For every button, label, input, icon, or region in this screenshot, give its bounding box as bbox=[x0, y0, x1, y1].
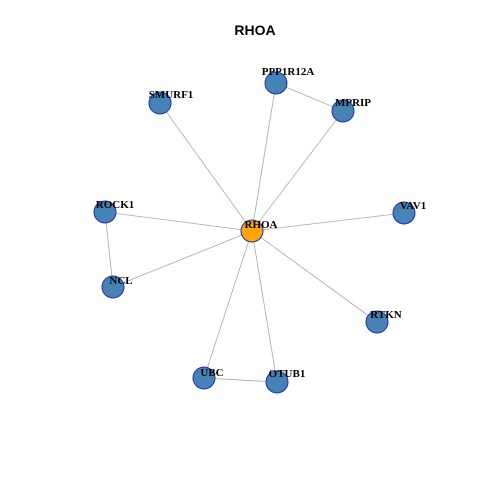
node-label-rhoa: RHOA bbox=[245, 219, 278, 231]
edge-rhoa-rock1 bbox=[104, 211, 253, 232]
node-mprip bbox=[331, 99, 355, 123]
node-label-rtkn: RTKN bbox=[370, 309, 401, 321]
nodes-layer bbox=[93, 71, 416, 394]
node-label-ncl: NCL bbox=[109, 275, 132, 287]
edges-layer bbox=[104, 82, 405, 383]
node-label-ubc: UBC bbox=[200, 367, 223, 379]
node-label-smurf1: SMURF1 bbox=[149, 89, 194, 101]
edge-rhoa-rtkn bbox=[251, 230, 378, 323]
node-vav1 bbox=[392, 201, 416, 225]
node-ubc bbox=[192, 366, 216, 390]
edge-rhoa-smurf1 bbox=[159, 102, 253, 232]
node-otub1 bbox=[265, 370, 289, 394]
edge-ubc-otub1 bbox=[203, 377, 278, 383]
node-label-mprip: MPRIP bbox=[335, 97, 371, 109]
node-label-rock1: ROCK1 bbox=[96, 199, 135, 211]
edge-rhoa-ncl bbox=[112, 230, 253, 288]
diagram-title: RHOA bbox=[234, 22, 275, 38]
node-rock1 bbox=[93, 200, 117, 224]
edge-rock1-ncl bbox=[104, 211, 114, 288]
node-rhoa bbox=[240, 219, 264, 243]
edge-rhoa-vav1 bbox=[251, 212, 405, 232]
edge-ppp1r12a-mprip bbox=[275, 82, 344, 112]
edge-rhoa-mprip bbox=[251, 110, 344, 232]
node-label-vav1: VAV1 bbox=[400, 200, 427, 212]
edge-rhoa-ppp1r12a bbox=[251, 82, 277, 232]
edge-rhoa-ubc bbox=[203, 230, 253, 379]
node-ncl bbox=[101, 275, 125, 299]
node-label-ppp1r12a: PPP1R12A bbox=[262, 66, 315, 78]
node-label-otub1: OTUB1 bbox=[269, 368, 306, 380]
edge-rhoa-otub1 bbox=[251, 230, 278, 383]
node-ppp1r12a bbox=[264, 71, 288, 95]
node-smurf1 bbox=[148, 91, 172, 115]
node-rtkn bbox=[365, 310, 389, 334]
